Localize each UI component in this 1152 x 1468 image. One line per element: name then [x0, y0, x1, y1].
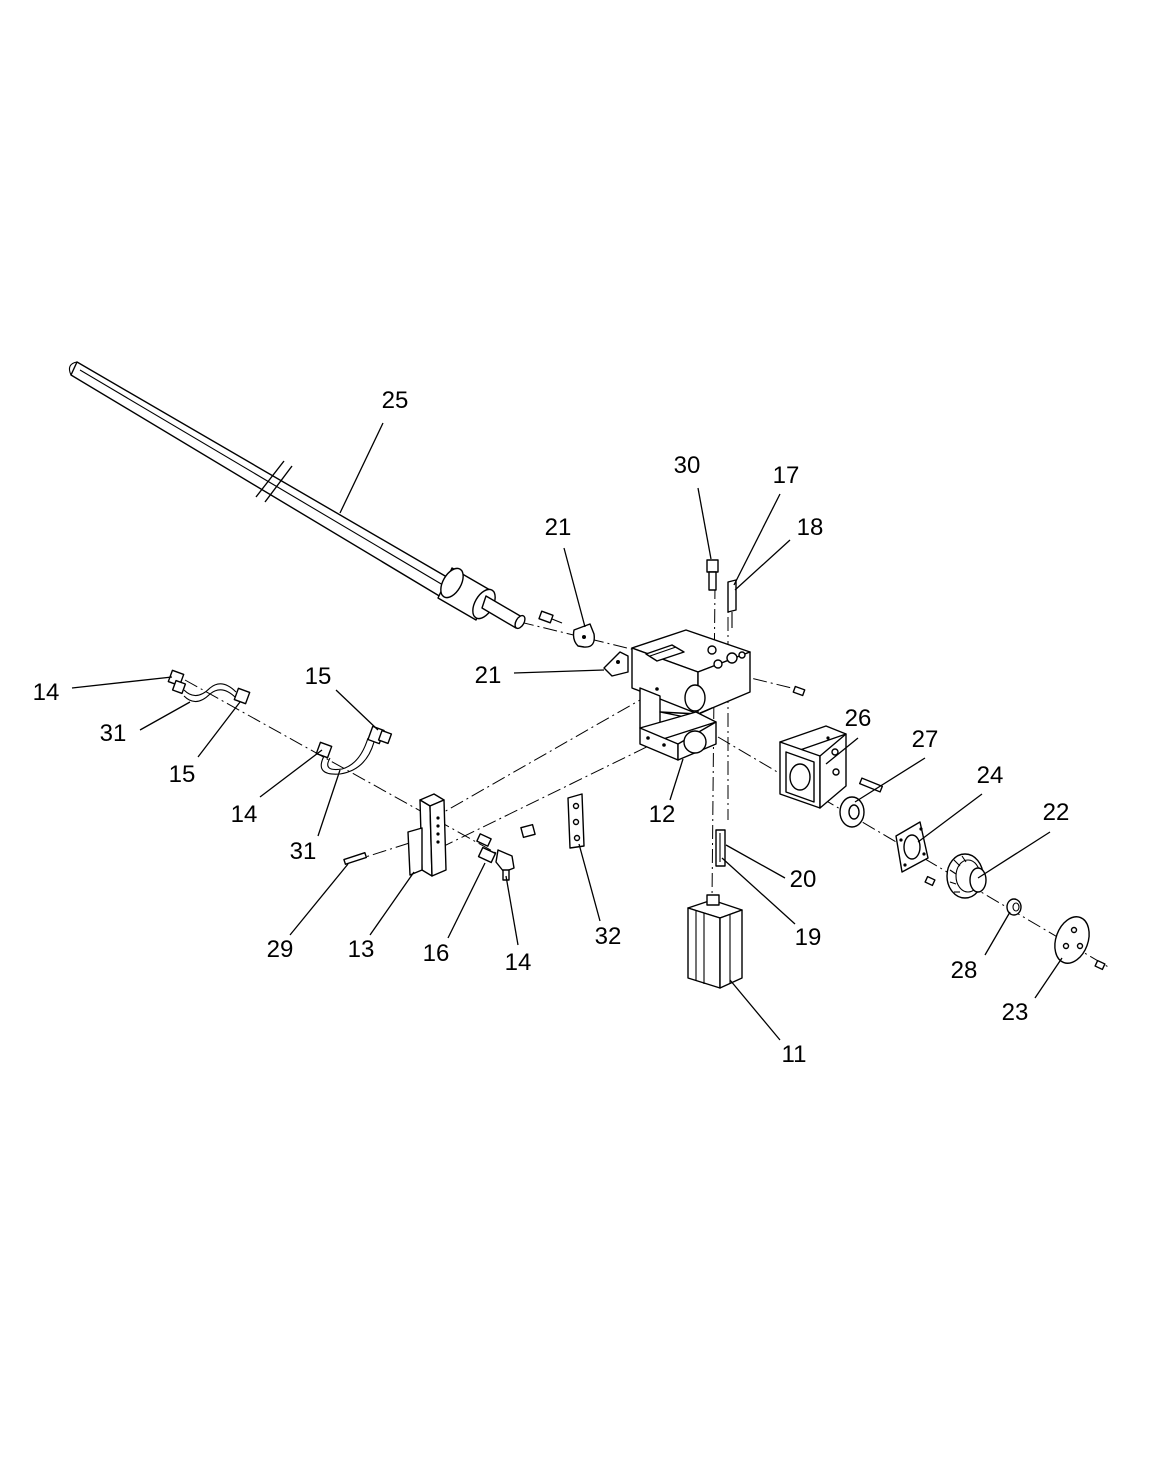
main-block-12: [631, 629, 751, 761]
disc-23: [1054, 916, 1106, 971]
cylinder-11: [687, 894, 743, 989]
gear-22: [946, 853, 987, 899]
callout-c14c: 14: [505, 949, 532, 976]
clamp-21: [538, 610, 629, 677]
callout-c15b: 15: [305, 663, 332, 690]
plate-32: [520, 793, 585, 849]
callout-c31a: 31: [100, 720, 127, 747]
hose-31-lower: [315, 725, 393, 775]
shaft-25: [68, 361, 526, 630]
pin-27: [858, 777, 884, 793]
callout-c14b: 14: [231, 801, 258, 828]
callout-c27: 27: [912, 726, 939, 753]
callout-c17: 17: [773, 462, 800, 489]
leader-lines: [71, 422, 1063, 1041]
callout-c14a: 14: [33, 679, 60, 706]
callout-c11: 11: [782, 1041, 807, 1068]
callout-c19: 19: [795, 924, 822, 951]
pin-29: [343, 851, 368, 865]
callout-c18: 18: [797, 514, 824, 541]
bolts-30-17-18: [706, 559, 806, 697]
plate-24: [895, 821, 936, 887]
callout-c29: 29: [267, 936, 294, 963]
callout-c24: 24: [977, 762, 1004, 789]
callout-c22: 22: [1043, 799, 1070, 826]
callout-c25: 25: [382, 387, 409, 414]
callout-c26: 26: [845, 705, 872, 732]
key-20-19: [715, 829, 726, 867]
callout-c31b: 31: [290, 838, 317, 865]
callout-c30: 30: [674, 452, 701, 479]
flange-26: [779, 725, 847, 809]
callout-c20: 20: [790, 866, 817, 893]
fittings-16-14: [476, 833, 515, 881]
hose-31-upper: [167, 669, 251, 705]
bracket-13: [407, 793, 447, 877]
callout-c16: 16: [423, 940, 450, 967]
callout-c28: 28: [951, 957, 978, 984]
callout-c21b: 21: [475, 662, 502, 689]
callout-c23: 23: [1002, 999, 1029, 1026]
callout-labels: 25 30 17 18 21 21 14 31 15 15 14 31 26 27 24 22 12 20 19 32…: [33, 387, 1070, 1068]
callout-c15a: 15: [169, 761, 196, 788]
callout-c21a: 21: [545, 514, 572, 541]
washer-28: [1006, 898, 1022, 916]
callout-c12: 12: [649, 801, 676, 828]
wheel: [839, 796, 865, 828]
callout-c32: 32: [595, 923, 622, 950]
callout-c13: 13: [348, 936, 375, 963]
